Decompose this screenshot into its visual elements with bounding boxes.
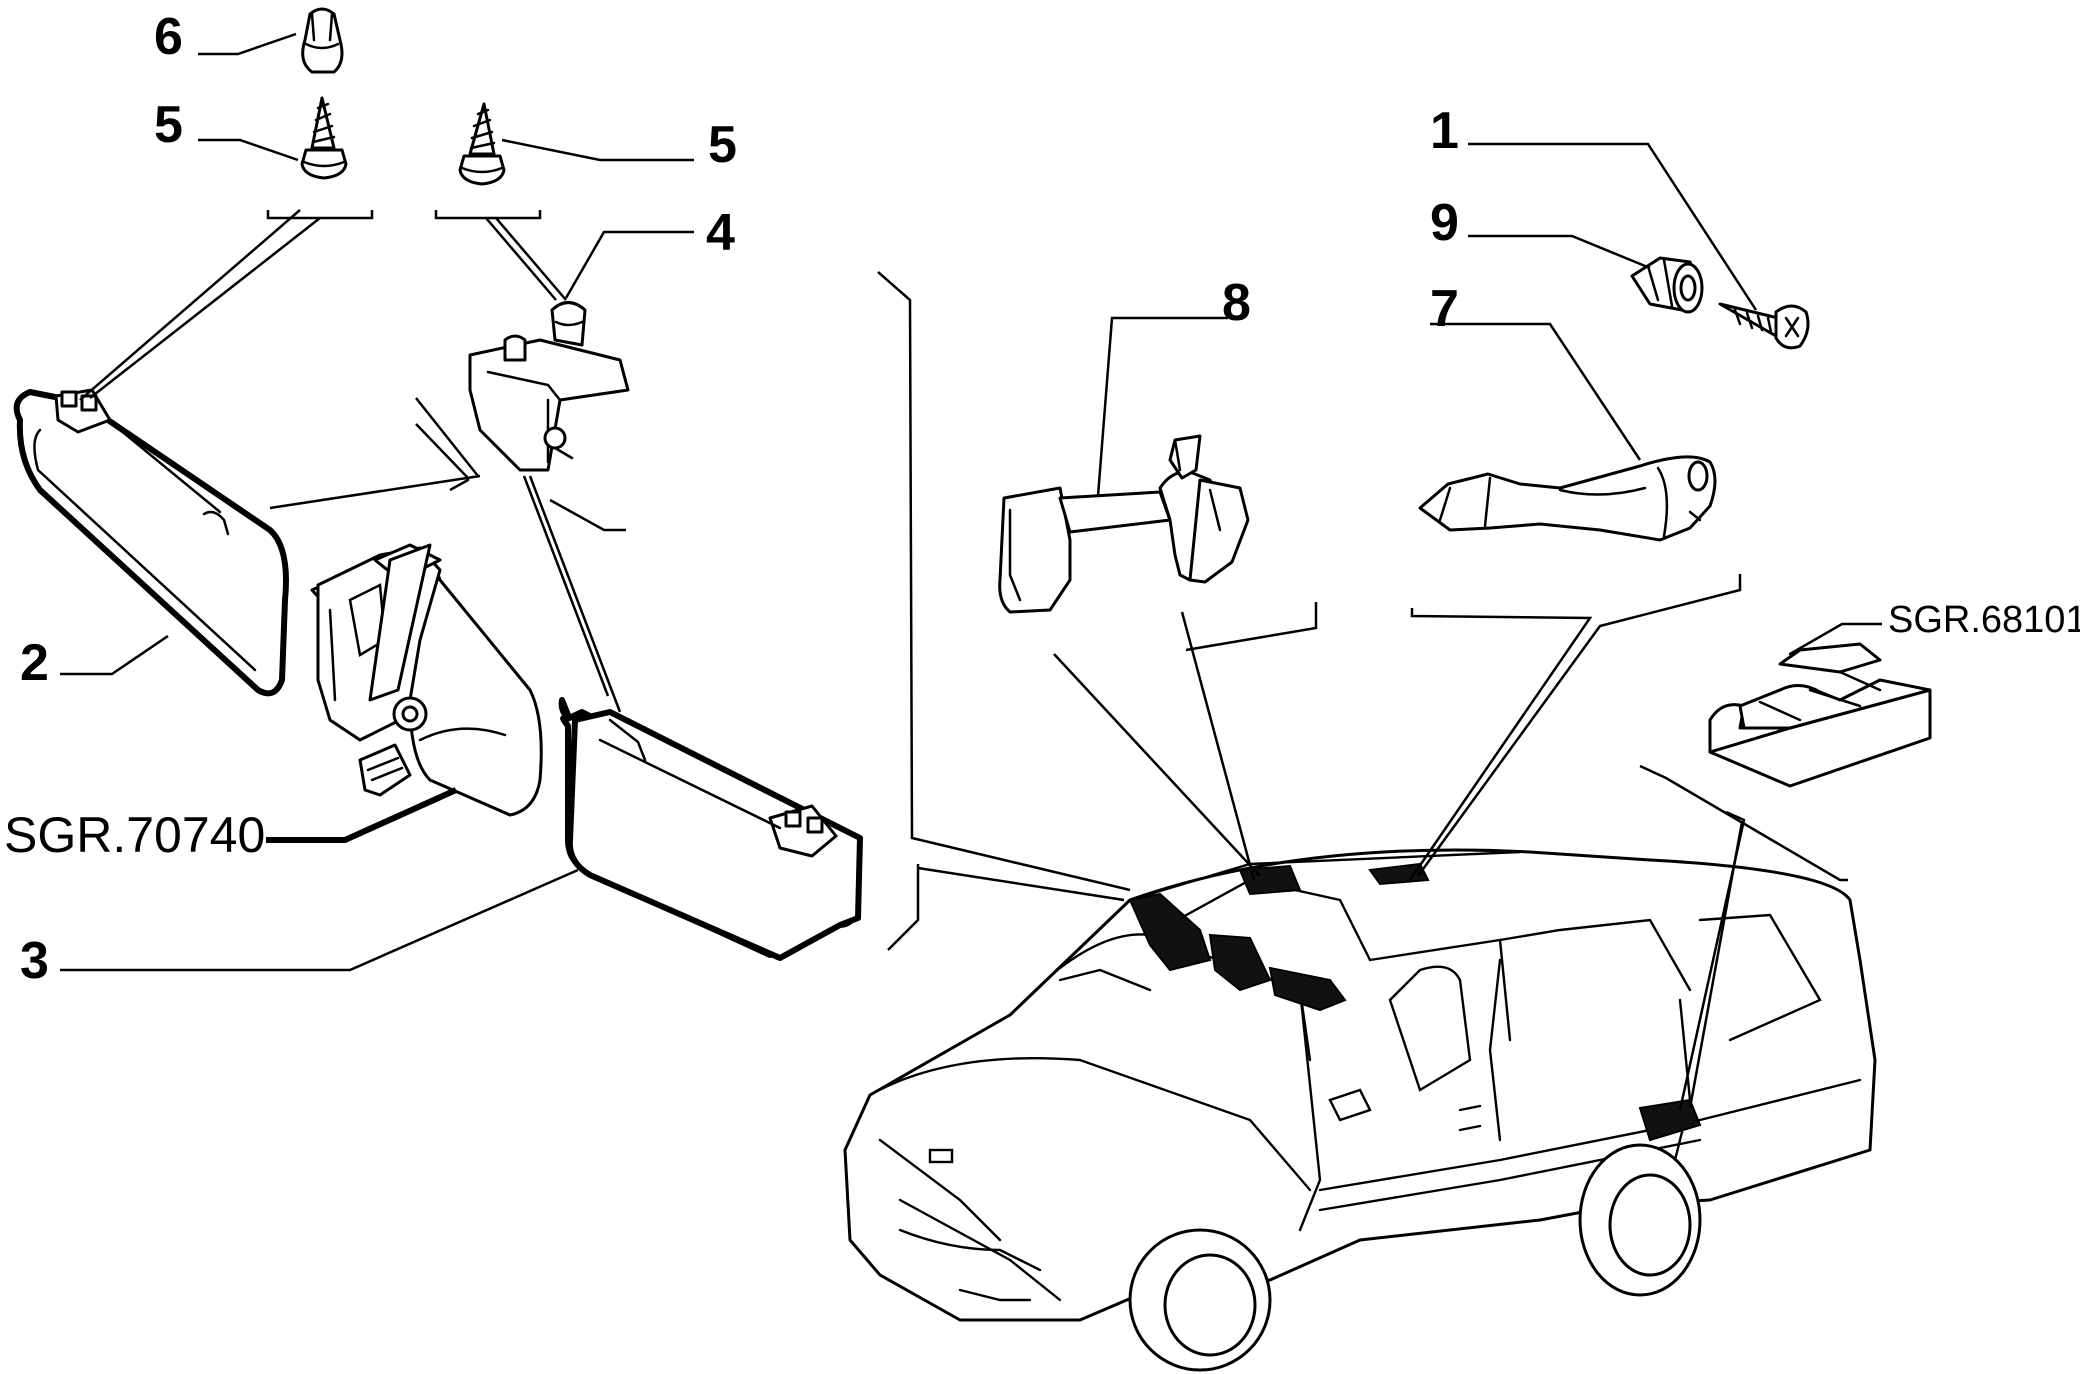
callout-5-left: 5 xyxy=(154,96,183,154)
callout-2: 2 xyxy=(20,634,49,692)
callout-7: 7 xyxy=(1430,280,1459,338)
part-3-sun-visor-right xyxy=(558,697,863,961)
car-illustration xyxy=(843,848,1877,1372)
callout-3: 3 xyxy=(20,932,49,990)
reference-pad: SGR.68101 xyxy=(1888,599,2080,641)
callout-4: 4 xyxy=(706,204,735,262)
part-5-screw-right xyxy=(458,102,506,186)
part-4-visor-bracket xyxy=(468,301,630,472)
callout-6: 6 xyxy=(154,8,183,66)
callout-9: 9 xyxy=(1430,194,1459,252)
part-1-screw xyxy=(1718,302,1810,350)
reference-mirror: SGR.70740 xyxy=(4,807,265,863)
callout-5-right: 5 xyxy=(708,116,737,174)
callout-1: 1 xyxy=(1430,102,1459,160)
part-9-plug xyxy=(1630,256,1704,314)
part-2-sun-visor-left xyxy=(13,388,289,697)
rearview-mirror-assembly xyxy=(310,543,543,817)
callout-8: 8 xyxy=(1222,274,1251,332)
part-5-screw-left xyxy=(300,96,348,180)
part-7-handle xyxy=(1418,455,1717,542)
part-8-grab-handle xyxy=(998,434,1250,614)
part-6-plug xyxy=(301,7,344,74)
sgr-68101-pad xyxy=(1708,642,1932,788)
leader-lines xyxy=(60,32,1882,1111)
